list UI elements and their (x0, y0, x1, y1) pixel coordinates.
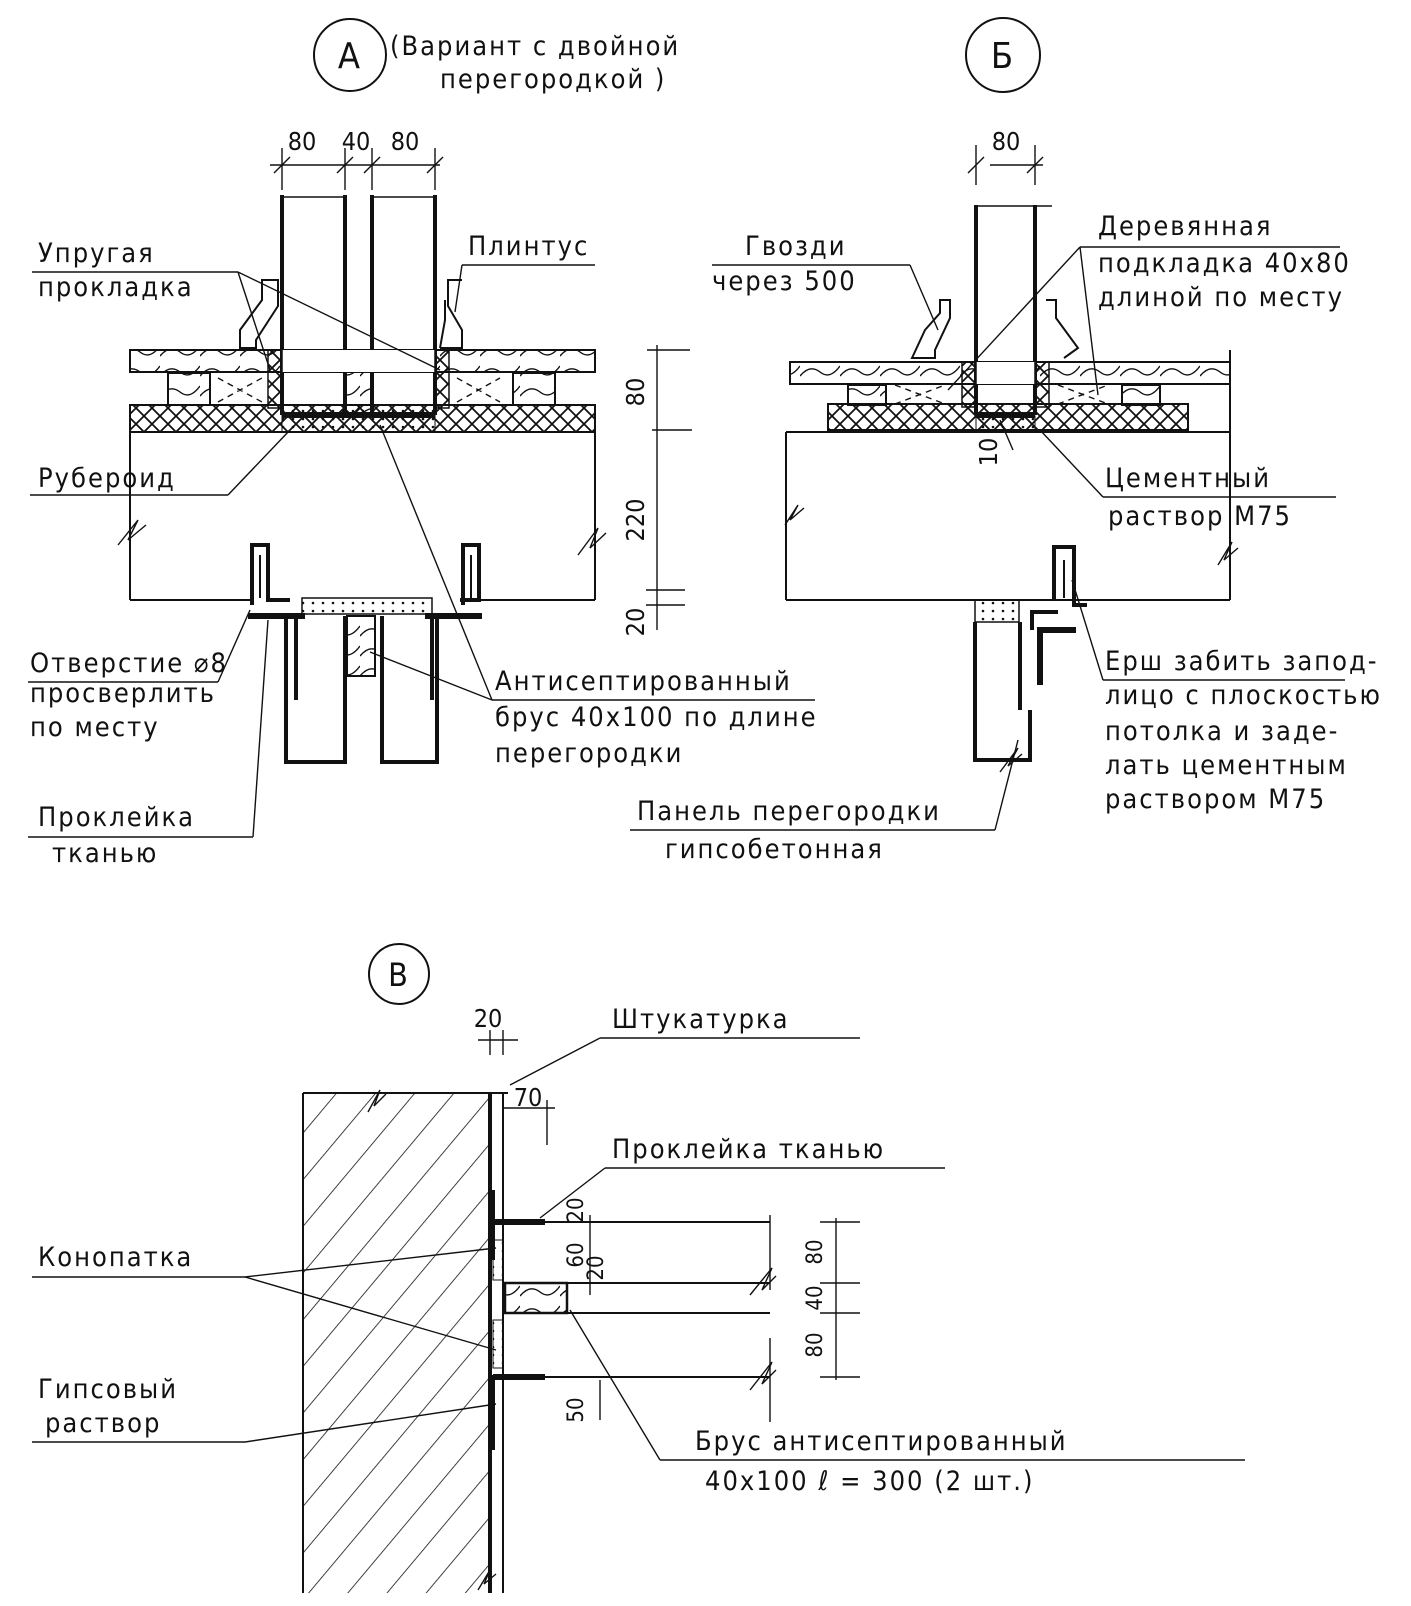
detail-c-leaders (32, 1037, 1245, 1461)
label-hole-3: по месту (30, 712, 160, 743)
detail-b-floor (789, 299, 1231, 431)
label-baseboard: Плинтус (468, 231, 589, 262)
detail-b-marker-circle (965, 17, 1041, 93)
dim-a-80-vertical: 80 (621, 378, 650, 407)
detail-c-marker: В (388, 956, 410, 994)
label-antiseptic-beam-1: Антисептированный (495, 666, 792, 697)
detail-c-partition (492, 1215, 777, 1422)
label-gypsum-mortar-2: раствор (45, 1408, 161, 1439)
dim-a-80-left: 80 (288, 127, 317, 156)
detail-c-marker-circle (368, 943, 430, 1005)
label-caulk: Конопатка (38, 1242, 193, 1273)
detail-c-dimensions: 20 70 20 60 20 40 80 80 50 (474, 1004, 860, 1423)
label-nails-2: через 500 (712, 266, 857, 297)
label-ruff-4: лать цементным (1105, 750, 1348, 781)
dim-a-80-right: 80 (391, 127, 420, 156)
dim-c-20-top: 20 (474, 1004, 503, 1033)
label-panel-1: Панель перегородки (637, 796, 941, 827)
label-wood-pad-2: подкладка 40x80 (1098, 248, 1351, 279)
label-antiseptic-beam-c-1: Брус антисептированный (695, 1426, 1068, 1457)
label-fabric-gluing: Проклейка тканью (612, 1134, 885, 1165)
detail-b-marker: Б (991, 36, 1015, 77)
dim-c-60: 60 (564, 1242, 589, 1267)
detail-a-marker: А (338, 36, 362, 77)
dim-c-40: 40 (803, 1285, 828, 1310)
detail-a-title-line1: (Вариант с двойной (390, 31, 680, 62)
label-wood-pad-3: длиной по месту (1098, 282, 1344, 313)
detail-a-marker-circle (313, 18, 387, 92)
dim-a-40: 40 (342, 127, 371, 156)
label-nails-1: Гвозди (745, 231, 847, 262)
detail-a-floor (129, 279, 596, 433)
detail-c-wall (302, 1089, 508, 1593)
detail-a-side-dimension: 80 220 20 (621, 345, 692, 636)
label-cement-2: раствор М75 (1108, 501, 1292, 532)
dim-a-20: 20 (621, 608, 650, 637)
detail-b-leaders (630, 246, 1345, 831)
detail-c: В (32, 943, 1245, 1593)
dim-c-80-upper: 80 (803, 1239, 828, 1264)
dim-b-80: 80 (992, 127, 1021, 156)
dim-c-80-lower: 80 (803, 1332, 828, 1357)
label-panel-2: гипсобетонная (665, 834, 884, 865)
label-ruff-2: лицо с плоскостью (1105, 680, 1382, 711)
label-gypsum-mortar-1: Гипсовый (38, 1374, 178, 1405)
label-ruff-3: потолка и заде- (1105, 716, 1339, 747)
label-ruff-5: раствором М75 (1105, 784, 1326, 815)
label-ruff-1: Ерш забить запод- (1105, 646, 1379, 677)
detail-a-title-line2: перегородкой ) (440, 64, 666, 95)
detail-b-slab (784, 350, 1239, 773)
dim-c-20-lower: 20 (584, 1255, 609, 1280)
detail-a: А (Вариант с двойной перегородкой ) 80 4… (28, 18, 818, 869)
detail-b-top-dimension: 80 (967, 127, 1044, 185)
dim-c-50: 50 (564, 1397, 589, 1422)
label-fabric-2: тканью (52, 838, 158, 869)
dim-a-220: 220 (621, 499, 650, 542)
label-antiseptic-beam-2: брус 40x100 по длине (495, 702, 818, 733)
label-wood-pad-1: Деревянная (1098, 211, 1273, 242)
dim-b-10: 10 (974, 438, 1003, 467)
detail-b: Б 80 (630, 17, 1382, 865)
label-elastic-gasket-1: Упругая (38, 238, 155, 269)
label-antiseptic-beam-3: перегородки (495, 738, 683, 769)
detail-a-top-dimension: 80 40 80 (270, 127, 444, 190)
label-antiseptic-beam-c-2: 40x100 ℓ = 300 (2 шт.) (705, 1466, 1034, 1497)
label-hole-2: просверлить (30, 678, 216, 709)
label-cement-1: Цементный (1105, 463, 1271, 494)
detail-a-slab (117, 432, 607, 764)
dim-c-70: 70 (514, 1083, 543, 1112)
label-elastic-gasket-2: прокладка (38, 272, 194, 303)
detail-a-leaders (28, 264, 815, 838)
label-roofing-felt: Рубероид (38, 463, 176, 494)
dim-c-20-upper: 20 (564, 1197, 589, 1222)
label-fabric-1: Проклейка (38, 802, 195, 833)
label-plaster: Штукатурка (612, 1004, 790, 1035)
label-hole-1: Отверстие ⌀8 (30, 648, 228, 679)
